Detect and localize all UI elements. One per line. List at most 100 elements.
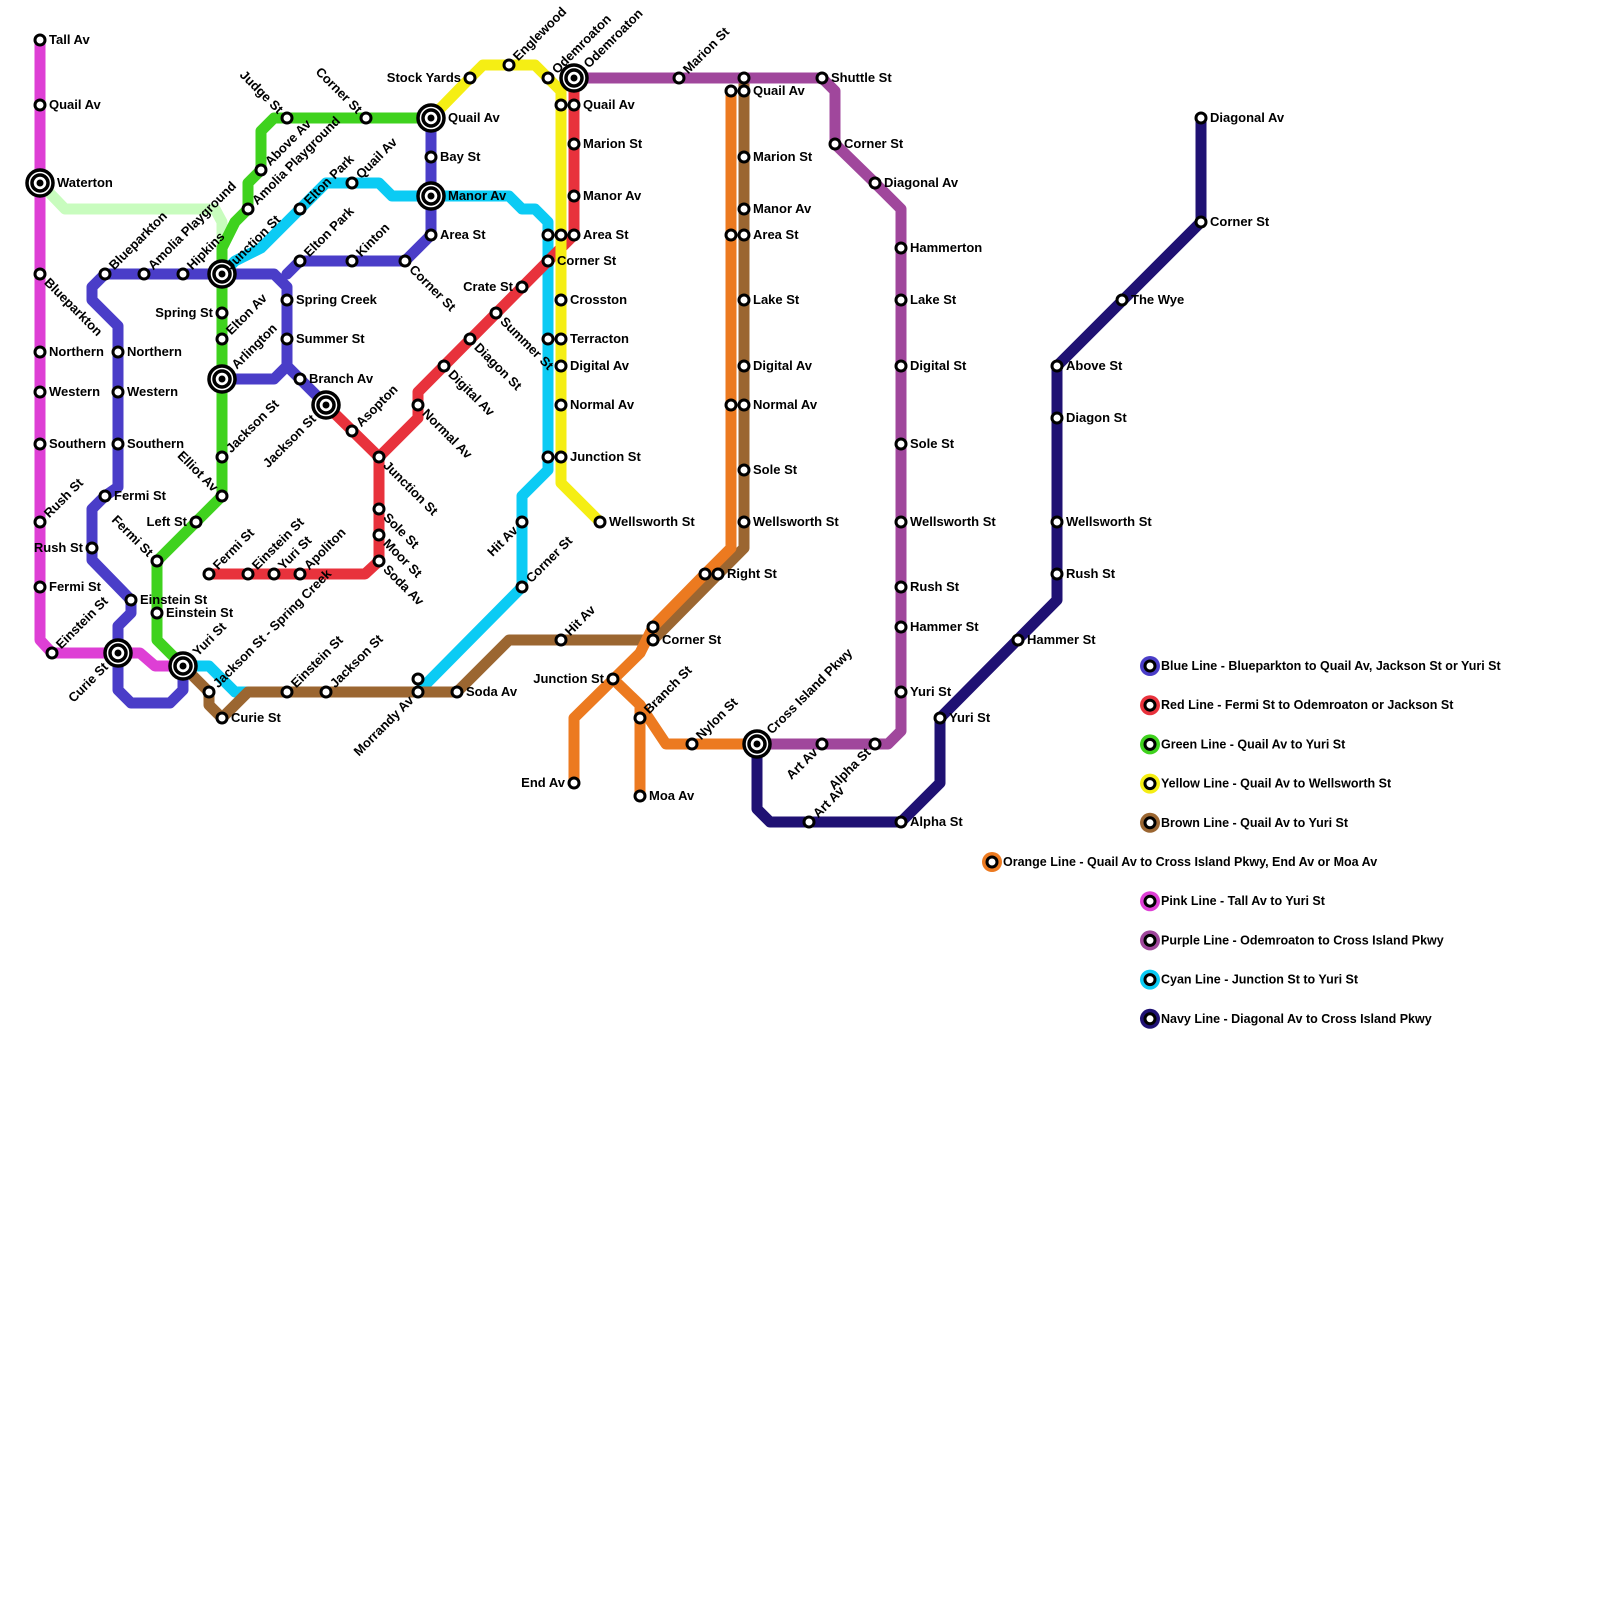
station-label[interactable]: Digital Av [445,367,498,420]
station-label[interactable]: Manor Av [583,188,642,203]
station-label[interactable]: Quail Av [49,97,102,112]
station-label[interactable]: Hammerton [910,240,982,255]
station-label[interactable]: Left St [147,514,188,529]
station-label[interactable]: Western [127,384,178,399]
station-label[interactable]: Branch Av [309,371,374,386]
station-label[interactable]: Junction St [570,449,641,464]
station-label[interactable]: Shuttle St [831,70,892,85]
station-label[interactable]: Northern [49,344,104,359]
station-label[interactable]: Waterton [57,175,113,190]
station-label[interactable]: Quail Av [583,97,636,112]
station-label[interactable]: Quail Av [753,83,806,98]
station-label[interactable]: Einstein St [140,592,208,607]
station-label[interactable]: Corner St [1210,214,1270,229]
station-label[interactable]: Hammer St [1027,632,1096,647]
station-label[interactable]: Morrandy Av [350,692,417,759]
station-label[interactable]: Wellsworth St [609,514,695,529]
station-label[interactable]: Moa Av [649,788,695,803]
station-label[interactable]: Elton Park [301,203,358,260]
station-label[interactable]: Hammer St [910,619,979,634]
station-label[interactable]: Northern [127,344,182,359]
station-label[interactable]: Elliot Av [175,448,222,495]
station-label[interactable]: Junction St [380,458,441,519]
station-label[interactable]: Art Av [783,744,821,782]
station-label[interactable]: Above St [1066,358,1123,373]
station-label[interactable]: Southern [49,436,106,451]
station-label[interactable]: Area St [440,227,486,242]
station-label[interactable]: The Wye [1131,292,1184,307]
station-label[interactable]: Stock Yards [387,70,461,85]
station-label[interactable]: Diagonal Av [1210,110,1285,125]
station-label[interactable]: Yuri St [949,710,991,725]
station-label[interactable]: Einstein St [166,605,234,620]
station-label[interactable]: Soda Av [466,684,518,699]
station-label[interactable]: Manor Av [753,201,812,216]
station-label[interactable]: Rush St [41,475,87,521]
station-label[interactable]: Branch St [641,662,695,716]
station-label[interactable]: Diagon St [471,340,525,394]
station-label[interactable]: Digital Av [570,358,630,373]
station-label[interactable]: Diagonal Av [884,175,959,190]
station-label[interactable]: Alpha St [826,744,874,792]
station-label[interactable]: Digital Av [753,358,813,373]
station-label[interactable]: Yuri St [189,619,229,659]
station-label[interactable]: Kinton [353,220,393,260]
station-label[interactable]: Summer St [296,331,365,346]
station-label[interactable]: Corner St [313,64,366,117]
station-label[interactable]: Fermi St [210,525,258,573]
station-label[interactable]: Corner St [662,632,722,647]
station-label[interactable]: Crosston [570,292,627,307]
station-label[interactable]: Wellsworth St [910,514,996,529]
station-label[interactable]: Cross Island Pkwy [763,645,855,737]
station-label[interactable]: Normal Av [753,397,818,412]
station-label[interactable]: Corner St [557,253,617,268]
station-label[interactable]: Alpha St [910,814,963,829]
station-label[interactable]: Area St [753,227,799,242]
station-label[interactable]: Quail Av [353,134,401,182]
station-label[interactable]: Hit Av [484,522,521,559]
station-label[interactable]: Hit Av [562,602,599,639]
station-label[interactable]: Curie St [231,710,282,725]
station-label[interactable]: Einstein St [53,593,112,652]
station-label[interactable]: Wellsworth St [753,514,839,529]
station-label[interactable]: Quail Av [448,110,501,125]
station-label[interactable]: Southern [127,436,184,451]
station-label[interactable]: Art Av [810,783,848,821]
station-label[interactable]: Curie St [65,659,111,705]
station-label[interactable]: Crate St [463,279,514,294]
station-label[interactable]: Marion St [583,136,643,151]
station-label[interactable]: Lake St [910,292,957,307]
station-label[interactable]: Corner St [406,262,459,315]
station-label[interactable]: Rush St [1066,566,1116,581]
station-label[interactable]: End Av [521,775,566,790]
station-label[interactable]: Junction St [533,671,604,686]
station-label[interactable]: Nylon St [693,694,741,742]
station-label[interactable]: Corner St [523,533,576,586]
station-label[interactable]: Normal Av [419,406,475,462]
station-label[interactable]: Terracton [570,331,629,346]
station-label[interactable]: Digital St [910,358,967,373]
station-label[interactable]: Manor Av [448,188,507,203]
station-label[interactable]: Fermi St [49,579,102,594]
station-label[interactable]: Sole St [753,462,798,477]
station-label[interactable]: Rush St [910,579,960,594]
station-label[interactable]: Wellsworth St [1066,514,1152,529]
station-label[interactable]: Bay St [440,149,481,164]
station-label[interactable]: Corner St [844,136,904,151]
station-label[interactable]: Normal Av [570,397,635,412]
station-label[interactable]: Spring St [155,305,213,320]
station-label[interactable]: Area St [583,227,629,242]
station-label[interactable]: Yuri St [910,684,952,699]
station-label[interactable]: Sole St [910,436,955,451]
station-label[interactable]: Rush St [34,540,84,555]
station-label[interactable]: Marion St [753,149,813,164]
station-label[interactable]: Tall Av [49,32,90,47]
station-label[interactable]: Western [49,384,100,399]
station-label[interactable]: Diagon St [1066,410,1127,425]
station-label[interactable]: Asopton [353,382,401,430]
station-label[interactable]: Right St [727,566,777,581]
station-label[interactable]: Judge St [237,67,287,117]
station-label[interactable]: Lake St [753,292,800,307]
station-label[interactable]: Marion St [680,24,733,77]
station-label[interactable]: Fermi St [114,488,167,503]
